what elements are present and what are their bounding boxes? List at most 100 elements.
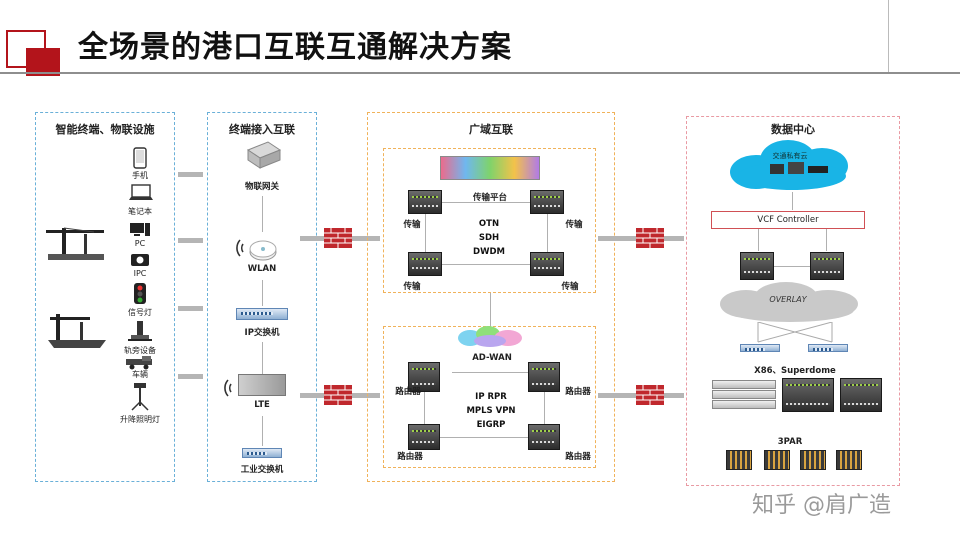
vehicle-icon	[126, 356, 152, 370]
ip-switch-device	[236, 308, 288, 320]
adwan-label: AD-WAN	[472, 353, 512, 363]
connector-wan-fw-1	[598, 236, 636, 241]
dc-link-controller-sw1	[758, 229, 759, 251]
phone-icon	[133, 147, 147, 169]
transport-link-bottom	[442, 264, 530, 265]
laptop-icon	[129, 184, 153, 200]
transport-link-right	[547, 214, 548, 252]
access-label-gateway: 物联网关	[244, 182, 279, 192]
terminal-label-lighting: 升降照明灯	[120, 415, 160, 424]
terminal-label-laptop: 笔记本	[128, 207, 152, 216]
transport-platform-label: 传输平台	[472, 193, 507, 203]
transport-node-label-tr: 传输	[565, 220, 583, 230]
dc-access-switch-1	[740, 344, 780, 352]
panel-access-title: 终端接入互联	[229, 123, 295, 136]
firewall-icon	[324, 385, 352, 405]
camera-icon	[131, 254, 149, 266]
transport-node-br	[530, 252, 564, 276]
router-label-tl: 路由器	[395, 387, 421, 397]
transport-node-label-br: 传输	[561, 282, 579, 292]
storage-array-4	[836, 450, 862, 470]
terminal-label-signal: 信号灯	[128, 308, 152, 317]
router-link-right	[544, 392, 545, 424]
header-divider-vertical	[888, 0, 889, 74]
panel-terminals-title: 智能终端、物联设施	[55, 123, 155, 136]
access-label-lte: LTE	[254, 400, 270, 410]
connector-fw-wan-1	[352, 236, 380, 241]
transport-protocol-otn: OTN	[478, 219, 500, 229]
connector-terminal-access-2	[178, 238, 203, 243]
dc-core-link	[774, 266, 810, 267]
panel-datacenter-title: 数据中心	[771, 123, 815, 136]
access-link-1	[262, 196, 263, 232]
private-cloud-label: 交通私有云	[772, 152, 808, 160]
wifi-signal-icon	[236, 239, 244, 257]
connector-access-fw-2	[300, 393, 324, 398]
header-divider	[0, 72, 960, 74]
panel-terminals	[35, 112, 175, 482]
transport-protocol-sdh: SDH	[478, 233, 500, 243]
transport-node-tr	[530, 190, 564, 214]
router-br	[528, 424, 560, 450]
lte-signal-icon	[224, 379, 232, 397]
wan-vertical-link	[490, 293, 491, 327]
panel-wan-title: 广域互联	[469, 123, 513, 136]
terminal-label-ipc: IPC	[133, 269, 147, 278]
transport-node-label-bl: 传输	[403, 282, 421, 292]
private-cloud-icon	[730, 140, 848, 190]
router-tl	[408, 362, 440, 392]
routing-protocol-eigrp: EIGRP	[476, 420, 506, 430]
traffic-light-icon	[134, 283, 146, 304]
vcf-controller-box: VCF Controller	[711, 211, 865, 229]
dc-link-cloud-controller	[792, 192, 793, 210]
access-label-industrial-switch: 工业交换机	[240, 465, 284, 475]
dc-link-controller-sw2	[826, 229, 827, 251]
dc-access-switch-2	[808, 344, 848, 352]
panel-datacenter	[686, 116, 900, 486]
router-label-bl: 路由器	[397, 452, 423, 462]
storage-label: 3PAR	[777, 437, 803, 447]
access-link-3	[262, 342, 263, 374]
storage-array-1	[726, 450, 752, 470]
terminal-label-vehicle: 车辆	[132, 370, 148, 379]
dc-fabric-links	[757, 322, 833, 343]
router-link-bottom	[440, 437, 528, 438]
access-label-wlan: WLAN	[247, 264, 277, 274]
router-label-tr: 路由器	[565, 387, 591, 397]
adwan-cloud-icon	[458, 326, 522, 347]
panel-access	[207, 112, 317, 482]
access-link-4	[262, 416, 263, 446]
wireless-ap-icon	[249, 240, 277, 261]
ship-crane-icon	[48, 314, 106, 348]
overlay-cloud-label: OVERLAY	[769, 295, 807, 304]
superdome-server-2	[840, 378, 882, 412]
lighting-tower-icon	[131, 383, 149, 411]
routing-protocol-rpr: IP RPR	[475, 392, 507, 402]
storage-array-2	[764, 450, 790, 470]
x86-server-stack	[712, 380, 776, 410]
transport-protocol-dwdm: DWDM	[473, 247, 505, 257]
transport-link-top	[442, 202, 530, 203]
superdome-server-1	[782, 378, 834, 412]
firewall-icon	[324, 228, 352, 248]
connector-wan-fw-2	[598, 393, 636, 398]
transport-link-left	[425, 214, 426, 252]
iot-gateway-icon	[246, 141, 282, 169]
terminal-label-phone: 手机	[132, 171, 148, 180]
x86-superdome-label: X86、Superdome	[754, 366, 836, 376]
watermark: 知乎 @肩广造	[752, 493, 891, 518]
pc-icon	[130, 223, 150, 236]
routing-protocol-mpls: MPLS VPN	[466, 406, 516, 416]
storage-array-3	[800, 450, 826, 470]
trackside-device-icon	[128, 321, 152, 341]
connector-fw-dc-1	[664, 236, 684, 241]
industrial-switch-device	[242, 448, 282, 458]
transport-box	[383, 148, 596, 293]
access-link-2	[262, 280, 263, 306]
overlay-cloud-icon	[720, 282, 858, 322]
router-bl	[408, 424, 440, 450]
router-label-br: 路由器	[565, 452, 591, 462]
dc-core-switch-2	[810, 252, 844, 280]
crane-icon	[46, 227, 104, 260]
transport-node-tl	[408, 190, 442, 214]
